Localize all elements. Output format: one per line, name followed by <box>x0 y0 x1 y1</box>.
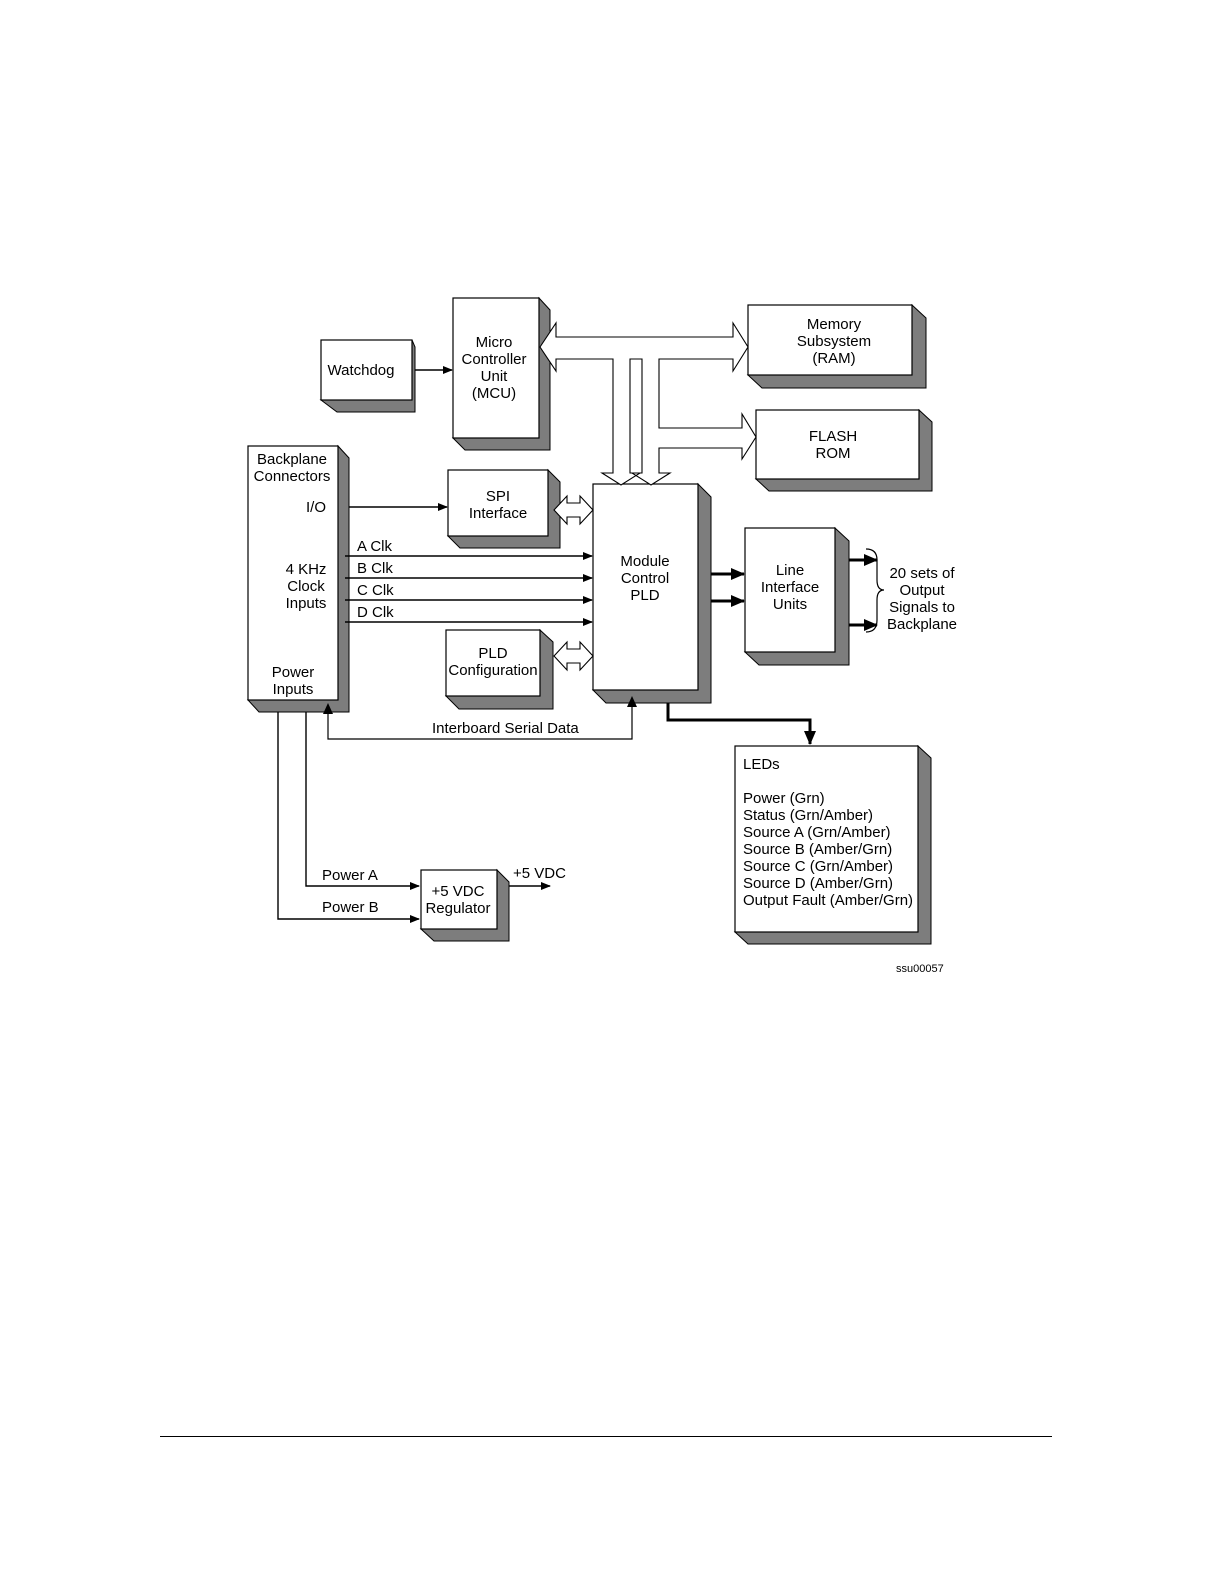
pldconfig-pld-bus-arrow <box>553 640 594 672</box>
pld-config-label-line-1: Configuration <box>448 662 537 679</box>
clock-inputs-label-line-1: Clock <box>287 578 325 595</box>
interboard-serial-line <box>327 698 633 740</box>
memory-label-line-1: Subsystem <box>797 333 871 350</box>
io-label-line-0: I/O <box>306 499 326 516</box>
power-b-label: Power B <box>322 899 379 916</box>
c-clk-label: C Clk <box>357 582 394 599</box>
outputs-brace <box>865 548 885 633</box>
pld-label-line-2: PLD <box>630 587 659 604</box>
power-a-label: Power A <box>322 867 378 884</box>
regulator-label-line-1: Regulator <box>425 900 490 917</box>
regulator-label-line-0: +5 VDC <box>432 883 485 900</box>
a-clk-label: A Clk <box>357 538 393 555</box>
leds-list-line-3: Source B (Amber/Grn) <box>743 841 892 858</box>
mcu-label-line-0: Micro <box>476 334 513 351</box>
figure-id: ssu00057 <box>896 963 944 975</box>
leds-list-line-1: Status (Grn/Amber) <box>743 807 873 824</box>
liu-label-line-1: Interface <box>761 579 819 596</box>
watchdog-block: Watchdog <box>319 339 416 413</box>
power-a-line <box>305 712 420 890</box>
flash-label-line-1: ROM <box>816 445 851 462</box>
outputs-label-line-3: Backplane <box>887 616 957 633</box>
spi-label-line-0: SPI <box>486 488 510 505</box>
io-label: I/O <box>306 499 326 516</box>
mcu-label-line-1: Controller <box>461 351 526 368</box>
leds-title: LEDs <box>743 756 780 773</box>
mcu-label-line-2: Unit <box>481 368 509 385</box>
watchdog-label: Watchdog <box>328 362 395 379</box>
backplane-label-line-0: Backplane <box>257 451 327 468</box>
spi-label-line-1: Interface <box>469 505 527 522</box>
leds-list-line-2: Source A (Grn/Amber) <box>743 824 891 841</box>
leds-list-line-4: Source C (Grn/Amber) <box>743 858 893 875</box>
spi-pld-bus-arrow <box>553 494 594 526</box>
footer-rule <box>160 1436 1052 1437</box>
plus5-label: +5 VDC <box>513 865 566 882</box>
power-b-line <box>277 712 420 923</box>
watchdog-label-line-0: Watchdog <box>328 362 395 379</box>
memory-label-line-0: Memory <box>807 316 862 333</box>
flash-label-line-0: FLASH <box>809 428 857 445</box>
leds-list-line-5: Source D (Amber/Grn) <box>743 875 893 892</box>
pld-config-label-line-0: PLD <box>478 645 507 662</box>
b-clk-label: B Clk <box>357 560 393 577</box>
leds-title-line-0: LEDs <box>743 756 780 773</box>
leds-list-line-0: Power (Grn) <box>743 790 825 807</box>
pld-label-line-1: Control <box>621 570 669 587</box>
memory-label-line-2: (RAM) <box>812 350 855 367</box>
power-inputs-label-line-0: Power <box>272 664 315 681</box>
liu-label-line-2: Units <box>773 596 807 613</box>
mcu-label-line-3: (MCU) <box>472 385 516 402</box>
outputs-label-line-2: Signals to <box>889 599 955 616</box>
interboard-label: Interboard Serial Data <box>432 720 579 737</box>
outputs-label-line-1: Output <box>899 582 945 599</box>
d-clk-label: D Clk <box>357 604 394 621</box>
outputs-label-line-0: 20 sets of <box>889 565 955 582</box>
clock-inputs-label-line-2: Inputs <box>286 595 327 612</box>
backplane-label-line-1: Connectors <box>254 468 331 485</box>
pld-label-line-0: Module <box>620 553 669 570</box>
liu-label-line-0: Line <box>776 562 804 579</box>
power-inputs-label-line-1: Inputs <box>273 681 314 698</box>
leds-list-line-6: Output Fault (Amber/Grn) <box>743 892 913 909</box>
pld-leds-line <box>666 703 816 745</box>
mcu-memory-bus-arrow <box>539 321 757 486</box>
clock-inputs-label-line-0: 4 KHz <box>286 561 327 578</box>
leds-block: LEDs Power (Grn)Status (Grn/Amber)Source… <box>733 744 932 945</box>
leds-list: Power (Grn)Status (Grn/Amber)Source A (G… <box>743 790 913 909</box>
